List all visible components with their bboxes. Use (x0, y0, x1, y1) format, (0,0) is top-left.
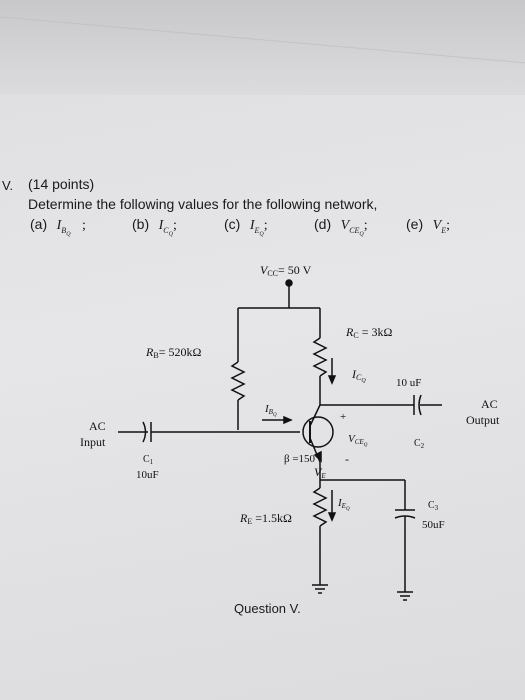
part-b-label: (b) (132, 216, 150, 232)
ic-label: ICQ (351, 367, 366, 384)
transistor-collector (309, 404, 321, 427)
rb-resistor (230, 361, 246, 401)
part-c-subsub: Q (259, 231, 264, 238)
part-a-subsub: Q (66, 231, 71, 238)
vcc-terminal (285, 279, 293, 287)
c2-plate-right (418, 394, 422, 416)
vcc-label: VCC= 50 V (260, 263, 312, 278)
part-d-end: ; (363, 218, 368, 233)
part-d-label: (d) (314, 216, 332, 232)
rb-label: RB= 520kΩ (145, 345, 201, 360)
ie-arrow-head (327, 512, 337, 522)
part-c-sub: E (254, 225, 260, 235)
ac-input-2: Input (80, 435, 106, 449)
part-c-end: ; (263, 218, 268, 233)
beta-label: β =150 (284, 453, 316, 465)
part-d-sub: CE (349, 225, 360, 235)
re-resistor (312, 487, 328, 527)
part-c-var: I (249, 218, 255, 233)
part-d-var: V (340, 218, 350, 233)
part-b-var: I (158, 218, 164, 233)
part-b-end: ; (172, 218, 177, 233)
part-a-end: ; (82, 218, 86, 233)
ve-label: VE (314, 465, 326, 480)
emitter-arrow (313, 450, 322, 463)
minus-sign: - (345, 452, 349, 466)
part-e-end: ; (446, 218, 450, 233)
part-e-label: (e) (406, 216, 424, 232)
part-c-label: (c) (224, 216, 241, 232)
part-d-subsub: Q (359, 231, 364, 238)
problem-instruction: Determine the following values for the f… (28, 196, 378, 212)
transistor-body (302, 416, 334, 448)
c1-plate-left (142, 421, 147, 443)
part-b: (b) ICQ; (132, 216, 177, 237)
c2-label: C2 (414, 438, 425, 450)
ie-label: IEQ (337, 497, 350, 512)
c2-value: 10 uF (396, 377, 421, 389)
part-c: (c) IEQ; (224, 216, 268, 237)
ic-arrow-head (327, 375, 337, 385)
part-e: (e) VE; (406, 216, 450, 235)
vce-label: VCEQ (348, 433, 368, 448)
part-a-var: I (56, 218, 62, 233)
problem-points: (14 points) (28, 176, 95, 192)
ac-input-1: AC (89, 419, 106, 433)
part-a-sub: B (61, 225, 67, 235)
part-e-sub: E (441, 225, 447, 235)
part-a-label: (a) (30, 216, 48, 232)
part-b-sub: C (163, 225, 169, 235)
ac-output-2: Output (466, 413, 500, 427)
rc-label: RC = 3kΩ (345, 325, 392, 340)
c3-value: 50uF (422, 519, 445, 531)
problem-number: V. (2, 178, 14, 193)
ib-label: IBQ (264, 403, 277, 418)
ib-arrow-head (283, 415, 293, 425)
plus-sign: + (340, 411, 346, 423)
question-caption: Question V. (234, 601, 301, 616)
re-label: RE =1.5kΩ (239, 511, 292, 526)
c1-label: C1 (143, 454, 154, 466)
rc-resistor (312, 337, 328, 377)
c1-value: 10uF (136, 469, 159, 481)
part-a: (a) IBQ ; (30, 216, 86, 237)
part-d: (d) VCEQ; (314, 216, 368, 237)
part-b-subsub: Q (168, 231, 173, 238)
ac-output-1: AC (481, 397, 498, 411)
part-e-var: V (432, 218, 442, 233)
c3-label: C3 (428, 500, 439, 512)
